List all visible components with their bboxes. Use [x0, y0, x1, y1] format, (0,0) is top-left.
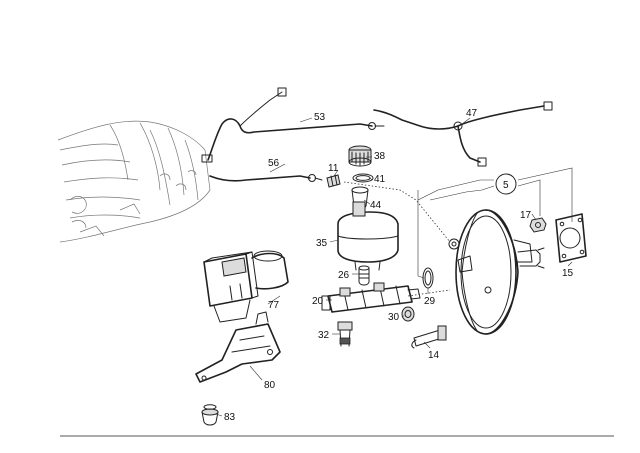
callout-20: 20: [312, 296, 324, 307]
callout-53: 53: [314, 112, 326, 123]
callout-41: 41: [374, 174, 386, 185]
o-ring-29: [422, 267, 434, 289]
callout-29: 29: [424, 296, 436, 307]
brake-line-56: [209, 174, 323, 182]
callout-17: 17: [520, 210, 532, 221]
callout-47: 47: [466, 108, 478, 119]
grommet-83: [201, 404, 219, 426]
callout-38: 38: [374, 151, 386, 162]
assembly-dotted-lines: [343, 181, 451, 297]
gasket-15: [555, 213, 587, 263]
callout-32: 32: [318, 330, 330, 341]
callout-80: 80: [264, 380, 276, 391]
callout-labels: 53 47 38 56 11 41 44 5 17 35 15 26 77 20…: [224, 108, 574, 423]
grommet-26: [358, 265, 370, 286]
nut-17: [529, 217, 547, 233]
engine-manifold-sketch: [57, 120, 211, 243]
leader-lines: [215, 117, 573, 417]
brake-line-47: [373, 101, 553, 167]
reservoir-cap-38: [348, 145, 372, 167]
callout-44: 44: [370, 200, 382, 211]
pushrod-14: [411, 325, 447, 349]
reservoir-35: [337, 201, 399, 271]
callout-83: 83: [224, 412, 236, 423]
callout-5: 5: [503, 180, 509, 191]
callout-56: 56: [268, 158, 280, 169]
callout-11: 11: [328, 163, 339, 174]
master-cylinder-20: [321, 282, 421, 313]
callout-15: 15: [562, 268, 574, 279]
brake-line-53: [201, 87, 385, 163]
brake-booster-5: [448, 209, 545, 335]
callout-77: 77: [268, 300, 280, 311]
callout-14: 14: [428, 350, 440, 361]
callout-26: 26: [338, 270, 350, 281]
callout-circle-5: [495, 173, 517, 195]
seal-30: [401, 306, 415, 322]
sensor-32: [337, 321, 353, 347]
fitting-11: [326, 174, 341, 188]
callout-30: 30: [388, 312, 400, 323]
hydraulic-unit-77: [203, 250, 289, 323]
callout-35: 35: [316, 238, 328, 249]
bracket-80: [195, 311, 281, 383]
